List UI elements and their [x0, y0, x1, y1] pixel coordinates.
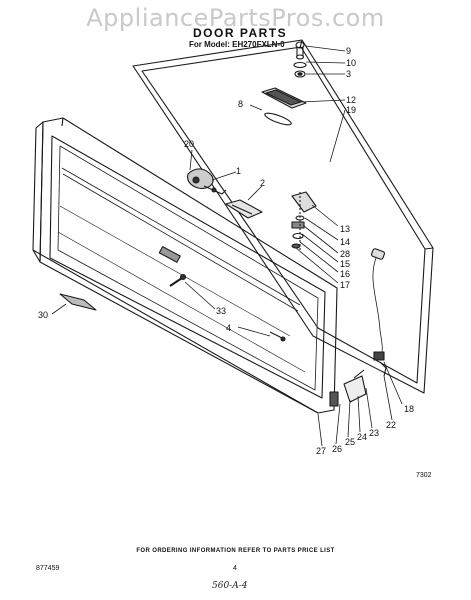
- ordering-info: FOR ORDERING INFORMATION REFER TO PARTS …: [136, 548, 335, 554]
- callout-26: 26: [332, 444, 342, 454]
- callout-2: 2: [260, 178, 265, 188]
- leader-lines: [51, 45, 403, 447]
- callout-25: 25: [345, 437, 355, 447]
- callout-10: 10: [346, 58, 356, 68]
- hinge-screw-part: [293, 41, 307, 78]
- hinge-bracket-part: [261, 87, 307, 109]
- callout-28: 28: [340, 249, 350, 259]
- door-stop-part: [59, 293, 97, 311]
- callout-8: 8: [238, 99, 243, 109]
- screw-part: [169, 273, 187, 287]
- handle-part: [225, 199, 263, 219]
- callout-18: 18: [404, 404, 414, 414]
- callout-14: 14: [340, 237, 350, 247]
- callout-33: 33: [216, 306, 226, 316]
- shim-part: [264, 112, 292, 126]
- document-number: 877459: [36, 565, 60, 572]
- callout-17: 17: [340, 280, 350, 290]
- inner-door-panel: [49, 135, 326, 399]
- callout-24: 24: [357, 432, 367, 442]
- callout-9: 9: [346, 46, 351, 56]
- callout-30: 30: [38, 310, 48, 320]
- watermark: AppliancePartsPros.com: [86, 4, 385, 32]
- callout-27: 27: [316, 446, 326, 456]
- outer-door-frame: [32, 117, 338, 414]
- handwritten-note: 560-A-4: [212, 581, 248, 591]
- callout-23: 23: [369, 428, 379, 438]
- latch-assembly-part: [187, 168, 227, 195]
- diagram-title: DOOR PARTS: [193, 26, 288, 40]
- callout-labels: 9 10 3 8 12 19 20 1 2 13 14 28 15 16 17 …: [38, 46, 414, 456]
- callout-4: 4: [226, 323, 231, 333]
- door-hinge-block: [158, 246, 181, 263]
- page-number: 4: [233, 565, 237, 572]
- callout-3: 3: [346, 69, 351, 79]
- callout-15: 15: [340, 259, 350, 269]
- model-label: For Model: EH270FXLN-0: [189, 40, 285, 49]
- door-gasket-frame: [132, 39, 434, 394]
- callout-13: 13: [340, 224, 350, 234]
- callout-22: 22: [386, 420, 396, 430]
- callout-1: 1: [236, 166, 241, 176]
- lower-hinge-bracket: [329, 369, 367, 407]
- screw-4-part: [269, 331, 286, 342]
- hinge-pin-part: [371, 248, 387, 377]
- lower-hinge-hardware: [291, 191, 317, 250]
- callout-20: 20: [184, 139, 194, 149]
- callout-16: 16: [340, 269, 350, 279]
- callout-12: 12: [346, 95, 356, 105]
- figure-code: 7302: [416, 472, 432, 479]
- callout-19: 19: [346, 105, 356, 115]
